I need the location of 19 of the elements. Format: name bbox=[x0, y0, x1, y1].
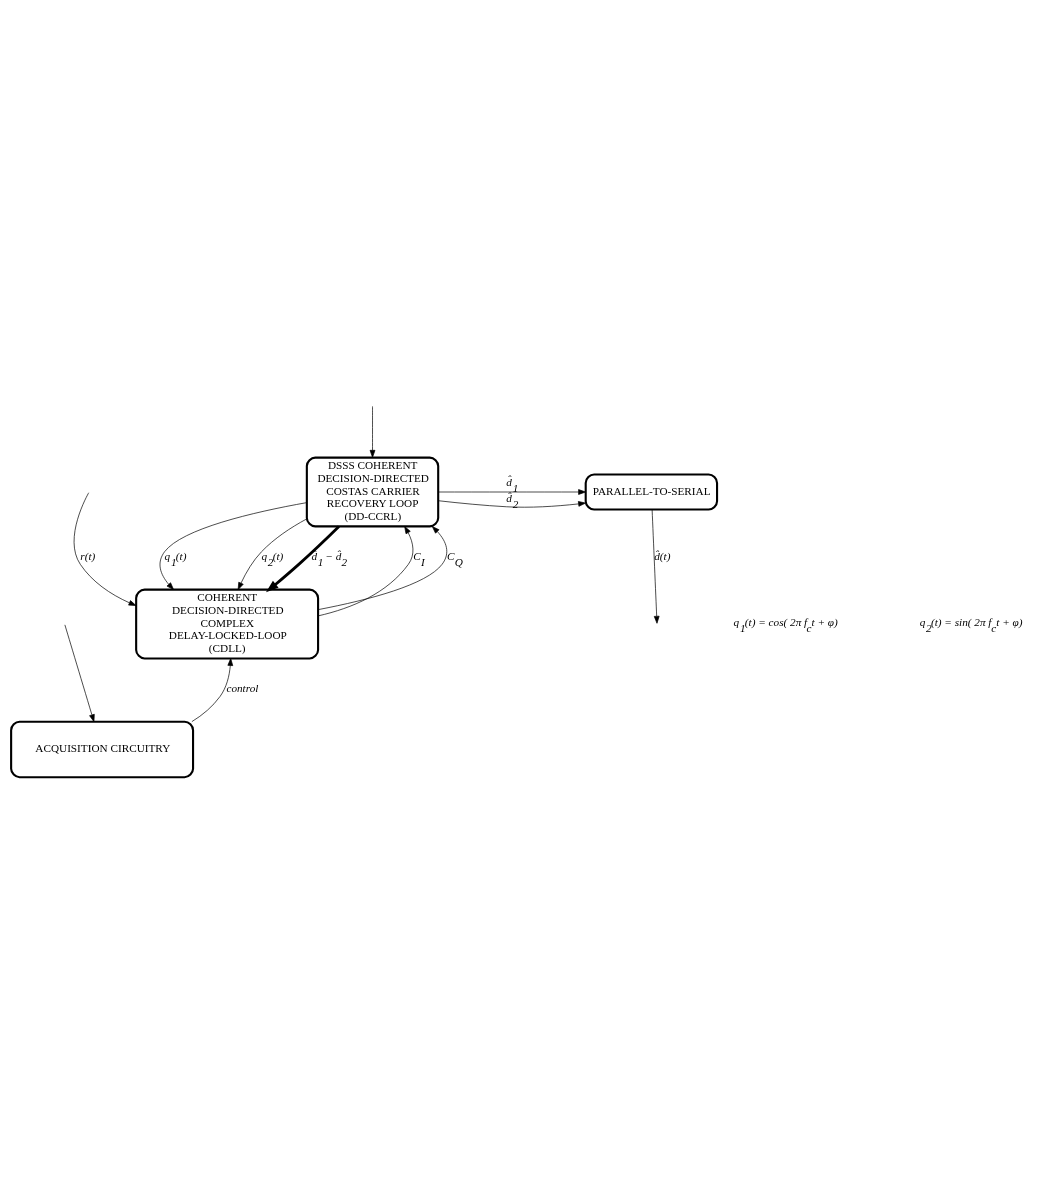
arrow bbox=[266, 524, 340, 592]
arrow bbox=[318, 525, 448, 610]
edge-label: r(t) bbox=[80, 549, 96, 562]
arrow bbox=[369, 405, 376, 458]
arrow bbox=[651, 508, 660, 624]
arrow bbox=[437, 488, 586, 495]
arrow bbox=[64, 624, 95, 722]
arrow bbox=[438, 499, 586, 508]
arrow bbox=[73, 491, 137, 606]
node-box: PARALLEL-TO-SERIAL bbox=[584, 472, 719, 511]
arrow bbox=[191, 657, 234, 722]
arrow bbox=[159, 501, 308, 590]
arrow bbox=[317, 525, 414, 616]
edge-label: d̂(t) bbox=[654, 549, 671, 562]
node-box: COHERENT DECISION-DIRECTED COMPLEX DELAY-LOCKED-LOOP (CDLL) bbox=[135, 588, 320, 660]
edge-label: control bbox=[226, 681, 259, 694]
node-box: DSSS COHERENT DECISION-DIRECTED COSTAS CARRIER RECOVERY LOOP (DD-CCRL) bbox=[305, 456, 440, 527]
node-box: ACQUISITION CIRCUITRY bbox=[10, 720, 195, 778]
arrow bbox=[237, 518, 308, 590]
